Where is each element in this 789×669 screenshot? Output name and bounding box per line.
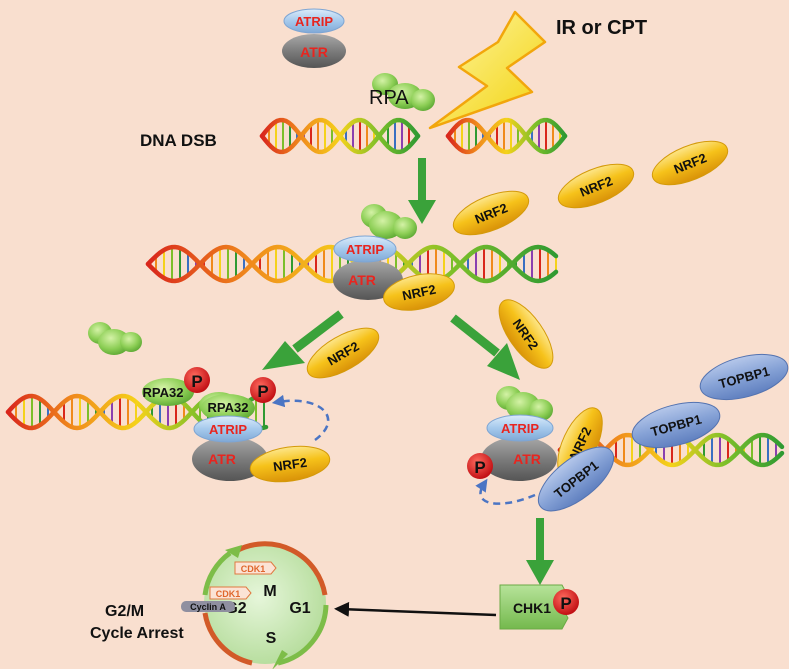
nrf2-bound-middle: NRF2 — [383, 273, 455, 311]
atrip-label: ATRIP — [295, 14, 333, 29]
rpa-complex-middle — [361, 204, 417, 239]
phospho-badge-4: P — [553, 589, 579, 615]
atr-protein — [333, 260, 403, 300]
arrow-to-chk1 — [526, 518, 554, 585]
svg-text:ATRIP: ATRIP — [209, 422, 247, 437]
atr-complex-middle: ATR ATRIP — [333, 235, 403, 300]
atr-complex-right: ATR ATRIP — [481, 414, 557, 481]
rpa-complex-right — [496, 386, 553, 421]
chk1-node: CHK1 — [499, 584, 569, 630]
topbp1-free: TOPBP1 — [699, 353, 789, 401]
phase-m: M — [263, 583, 276, 600]
nrf2-free-2: NRF2 — [651, 140, 729, 186]
autophosphorylation-arrow-left — [271, 394, 330, 442]
phase-g1: G1 — [289, 600, 310, 617]
svg-text:ATR: ATR — [348, 272, 376, 288]
cyclin-a-tag: Cyclin A — [181, 601, 235, 612]
rpa-complex: RPA — [369, 73, 435, 111]
arrow-dsb-to-recruitment — [408, 158, 436, 224]
cdk1-tag-1: CDK1 — [234, 561, 277, 575]
nrf2-free-4: NRF2 — [306, 327, 380, 379]
arrest-label-line2: Cycle Arrest — [90, 625, 184, 642]
svg-text:ATR: ATR — [513, 451, 541, 467]
svg-text:P: P — [474, 458, 485, 477]
dna-helix-top-right — [445, 117, 568, 155]
rpa32-complex-2: RPA32 — [199, 392, 255, 422]
rpa-label: RPA — [369, 87, 409, 109]
rpa32-complex-1: RPA32 — [142, 378, 194, 406]
svg-text:ATRIP: ATRIP — [501, 421, 539, 436]
svg-text:P: P — [191, 372, 202, 391]
atrip-protein — [486, 414, 554, 442]
cell-cycle: M G1 S G2 CDK1 CDK1 Cyclin A — [181, 541, 329, 669]
atrip-protein — [193, 415, 263, 443]
svg-text:NRF2: NRF2 — [401, 282, 437, 304]
lightning-bolt-icon — [428, 10, 547, 130]
autophosphorylation-arrow-right — [475, 478, 536, 505]
arrow-to-topbp1-branch — [450, 314, 520, 380]
svg-text:ATRIP: ATRIP — [346, 242, 384, 257]
phospho-badge-3: P — [467, 453, 493, 479]
atrip-protein — [333, 235, 397, 263]
dna-dsb-label: DNA DSB — [140, 131, 217, 150]
svg-text:CDK1: CDK1 — [216, 589, 241, 599]
svg-text:Cyclin A: Cyclin A — [190, 602, 226, 612]
svg-text:P: P — [560, 594, 571, 613]
arrest-label-line1: G2/M — [105, 603, 144, 620]
atr-complex-top: ATR ATRIP — [282, 8, 346, 68]
atr-protein — [282, 34, 346, 68]
svg-text:RPA32: RPA32 — [143, 385, 184, 400]
arrow-to-rpa32-branch — [262, 310, 344, 370]
atr-label: ATR — [300, 44, 328, 60]
svg-text:P: P — [257, 382, 268, 401]
dna-helix-top-left — [259, 117, 421, 155]
nrf2-bound-left: NRF2 — [249, 445, 331, 483]
cdk1-tag-2: CDK1 — [209, 586, 252, 600]
nrf2-free-3: NRF2 — [452, 190, 530, 236]
nrf2-free-1: NRF2 — [557, 163, 635, 209]
topbp1-bound-2: TOPBP1 — [631, 401, 721, 449]
trigger-label: IR or CPT — [556, 17, 647, 39]
rpa-free-left — [88, 322, 142, 355]
atr-complex-left: ATR ATRIP — [192, 415, 268, 481]
svg-text:RPA32: RPA32 — [208, 400, 249, 415]
phase-s: S — [266, 630, 277, 647]
chk1-label: CHK1 — [513, 600, 551, 616]
atr-protein — [192, 437, 268, 481]
svg-text:CDK1: CDK1 — [241, 564, 266, 574]
atr-protein — [481, 437, 557, 481]
svg-text:ATR: ATR — [208, 451, 236, 467]
phospho-badge-1: P — [184, 367, 210, 393]
phospho-badge-2: P — [250, 377, 276, 403]
atrip-protein — [283, 8, 345, 34]
svg-text:NRF2: NRF2 — [272, 455, 308, 475]
nrf2-free-5: NRF2 — [498, 299, 554, 369]
arrow-chk1-to-cell-cycle — [334, 601, 497, 617]
